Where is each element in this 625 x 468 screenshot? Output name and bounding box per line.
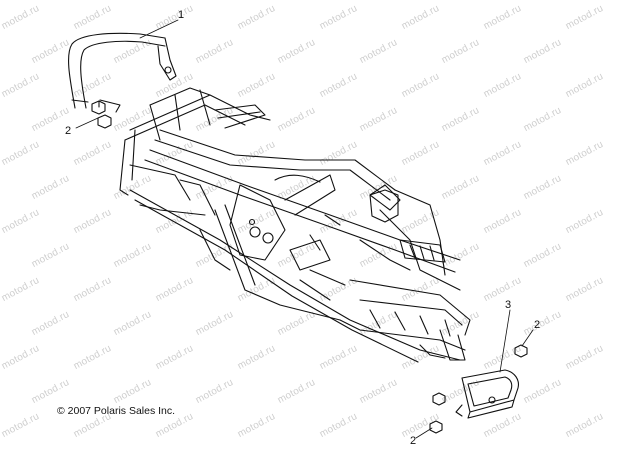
main-frame-part: [119, 87, 471, 363]
nut-right-part: [514, 344, 528, 358]
callout-3: 3: [505, 299, 512, 311]
rear-bumper-part: [455, 369, 519, 419]
grab-bar-part: [68, 32, 177, 113]
leader-lines: [75, 19, 534, 439]
callout-2-right: 2: [534, 319, 541, 331]
nut-bottom-part: [429, 392, 446, 434]
nut-left-part: [91, 100, 112, 129]
callout-1: 1: [178, 9, 185, 21]
callout-2-left: 2: [65, 125, 72, 137]
copyright-text: © 2007 Polaris Sales Inc.: [57, 405, 176, 417]
callout-2-bottom: 2: [410, 435, 417, 447]
